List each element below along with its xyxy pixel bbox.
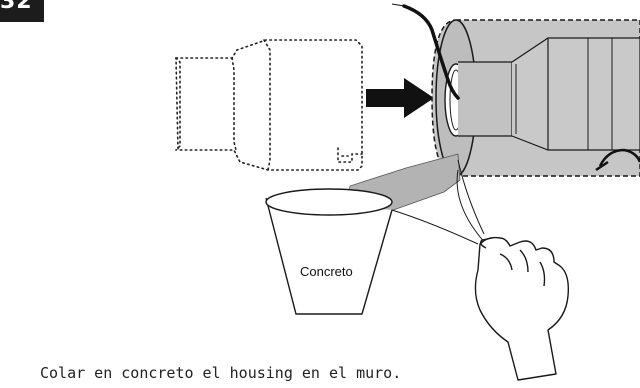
power-cable <box>402 4 460 100</box>
step-number-badge: 32 <box>0 0 44 22</box>
housing-body <box>431 19 640 177</box>
concrete-bucket <box>265 188 393 315</box>
instruction-caption: Colar en concreto el housing en el muro. <box>40 364 402 382</box>
bucket-label: Concreto <box>300 264 353 279</box>
bucket-handle-strings <box>391 159 487 245</box>
mounting-clip <box>595 148 640 172</box>
insert-direction-arrow <box>366 78 434 118</box>
step-number: 32 <box>0 0 33 14</box>
hand <box>474 236 570 381</box>
fan-unit-dotted-outline <box>175 39 363 171</box>
